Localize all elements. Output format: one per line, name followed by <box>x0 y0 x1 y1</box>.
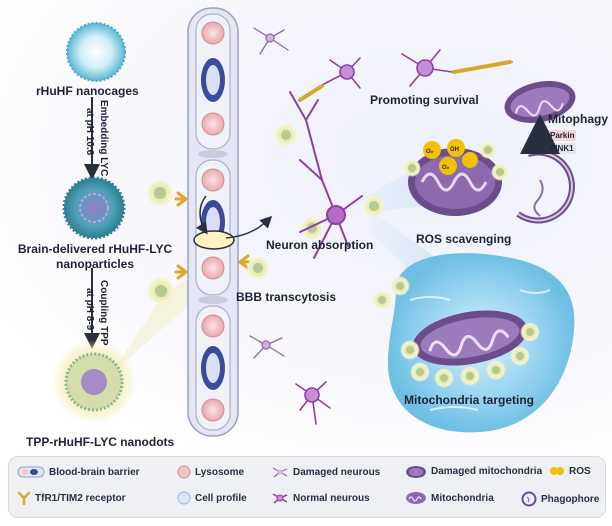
legend-item: Lysosome <box>177 465 244 479</box>
legend-item: Normal neurous <box>271 491 370 505</box>
phagophore <box>516 149 575 224</box>
brain-np-label-1: Brain-delivered rHuHF-LYC <box>17 242 173 256</box>
legend-item: Cell profile <box>177 491 247 505</box>
cell-nucleus <box>201 346 225 390</box>
lysosome <box>201 256 225 280</box>
lysosome <box>201 314 225 338</box>
legend-item: TfR1/TIM2 receptor <box>17 491 126 505</box>
mitochondria <box>412 310 528 366</box>
nanoparticle <box>246 256 270 280</box>
nanoparticle <box>146 179 174 207</box>
legend: Blood-brain barrier Lysosome Damaged neu… <box>8 456 606 518</box>
loaded-nanoparticle <box>62 176 126 240</box>
promoting-survival-label: Promoting survival <box>370 93 479 107</box>
nanoparticle <box>274 123 298 147</box>
legend-item: ROS <box>549 465 591 477</box>
legend-label: Phagophore <box>541 493 600 505</box>
damaged-mitochondria <box>408 148 502 216</box>
diagram-graphics: O₂ OH O₂ <box>52 7 576 437</box>
lysosome-icon <box>177 465 191 479</box>
nanoparticle-ring <box>372 276 540 388</box>
lysosome <box>201 168 225 192</box>
transport-arrow <box>225 215 273 239</box>
legend-label: TfR1/TIM2 receptor <box>35 492 126 504</box>
bbb-label: BBB transcytosis <box>236 290 337 304</box>
nanoparticle <box>403 159 421 177</box>
normal-neuron-icon <box>272 493 288 504</box>
nanoparticle <box>479 141 497 159</box>
ros-o2-label: O₂ <box>426 149 434 155</box>
nanocages-label: rHuHF nanocages <box>36 84 139 98</box>
ros-scavenging-label: ROS scavenging <box>416 232 512 246</box>
nanocage <box>66 22 126 82</box>
receptor-icon <box>174 191 252 280</box>
cell-nucleus <box>201 58 225 102</box>
legend-item: Mitochondria <box>405 491 494 505</box>
receptor-icon <box>17 491 31 505</box>
normal-neuron <box>295 381 331 425</box>
light-beam <box>110 260 210 375</box>
damaged-mitochondria-icon <box>406 466 426 478</box>
ros-o2b-label: O₂ <box>442 165 450 171</box>
ros-icon <box>550 467 564 475</box>
damaged-neuron-icon <box>272 467 288 478</box>
legend-label: Mitochondria <box>431 492 494 504</box>
legend-label: Blood-brain barrier <box>49 466 140 478</box>
legend-label: ROS <box>569 465 591 477</box>
phagophore-icon <box>521 491 537 507</box>
legend-item: Blood-brain barrier <box>17 465 140 479</box>
ph-high-label: at pH 10.6 <box>84 108 95 156</box>
legend-label: Damaged mitochondria <box>431 465 543 477</box>
legend-label: Damaged neurous <box>293 466 381 478</box>
lysosome <box>201 398 225 422</box>
transcytosis-vesicle <box>193 230 235 250</box>
embedding-label: Embedding LYC <box>98 100 109 177</box>
brain-np-label-2: nanoparticles <box>55 257 135 271</box>
neuron-absorption-label: Neuron absorption <box>266 238 374 252</box>
legend-item: Damaged mitochondria <box>405 463 542 479</box>
legend-label: Cell profile <box>195 492 247 504</box>
damaged-neuron <box>249 27 289 359</box>
bbb-icon <box>17 466 45 478</box>
coupling-label: Coupling TPP <box>98 280 109 346</box>
nanodots-label: TPP-rHuHF-LYC nanodots <box>26 435 175 449</box>
pink1-label: PINK1 <box>550 144 574 153</box>
mitochondria <box>504 81 576 123</box>
normal-neuron <box>298 57 361 102</box>
mitophagy-label: Mitophagy <box>548 112 608 126</box>
cell-profile-icon <box>177 491 191 505</box>
normal-neuron <box>289 91 363 259</box>
legend-item: Phagophore <box>521 491 599 507</box>
lysosome <box>201 112 225 136</box>
parkin-label: Parkin <box>550 131 575 140</box>
legend-label: Normal neurous <box>293 492 370 504</box>
legend-item: Damaged neurous <box>271 465 380 479</box>
mitochondria-icon <box>406 492 426 504</box>
normal-neuron <box>401 49 513 87</box>
nanoparticle <box>491 163 509 181</box>
nanodot <box>52 340 136 424</box>
mito-targeting-label: Mitochondria targeting <box>404 393 534 407</box>
nanoparticle <box>363 195 385 217</box>
transport-arrow <box>196 195 208 235</box>
nanoparticle <box>300 216 324 240</box>
legend-label: Lysosome <box>195 466 245 478</box>
ros-cluster <box>423 139 478 175</box>
ph-mid-label: at pH 8-9 <box>84 288 95 331</box>
lysosome <box>201 21 225 45</box>
ros-oh-label: OH <box>450 147 459 153</box>
nanoparticle <box>147 277 175 305</box>
